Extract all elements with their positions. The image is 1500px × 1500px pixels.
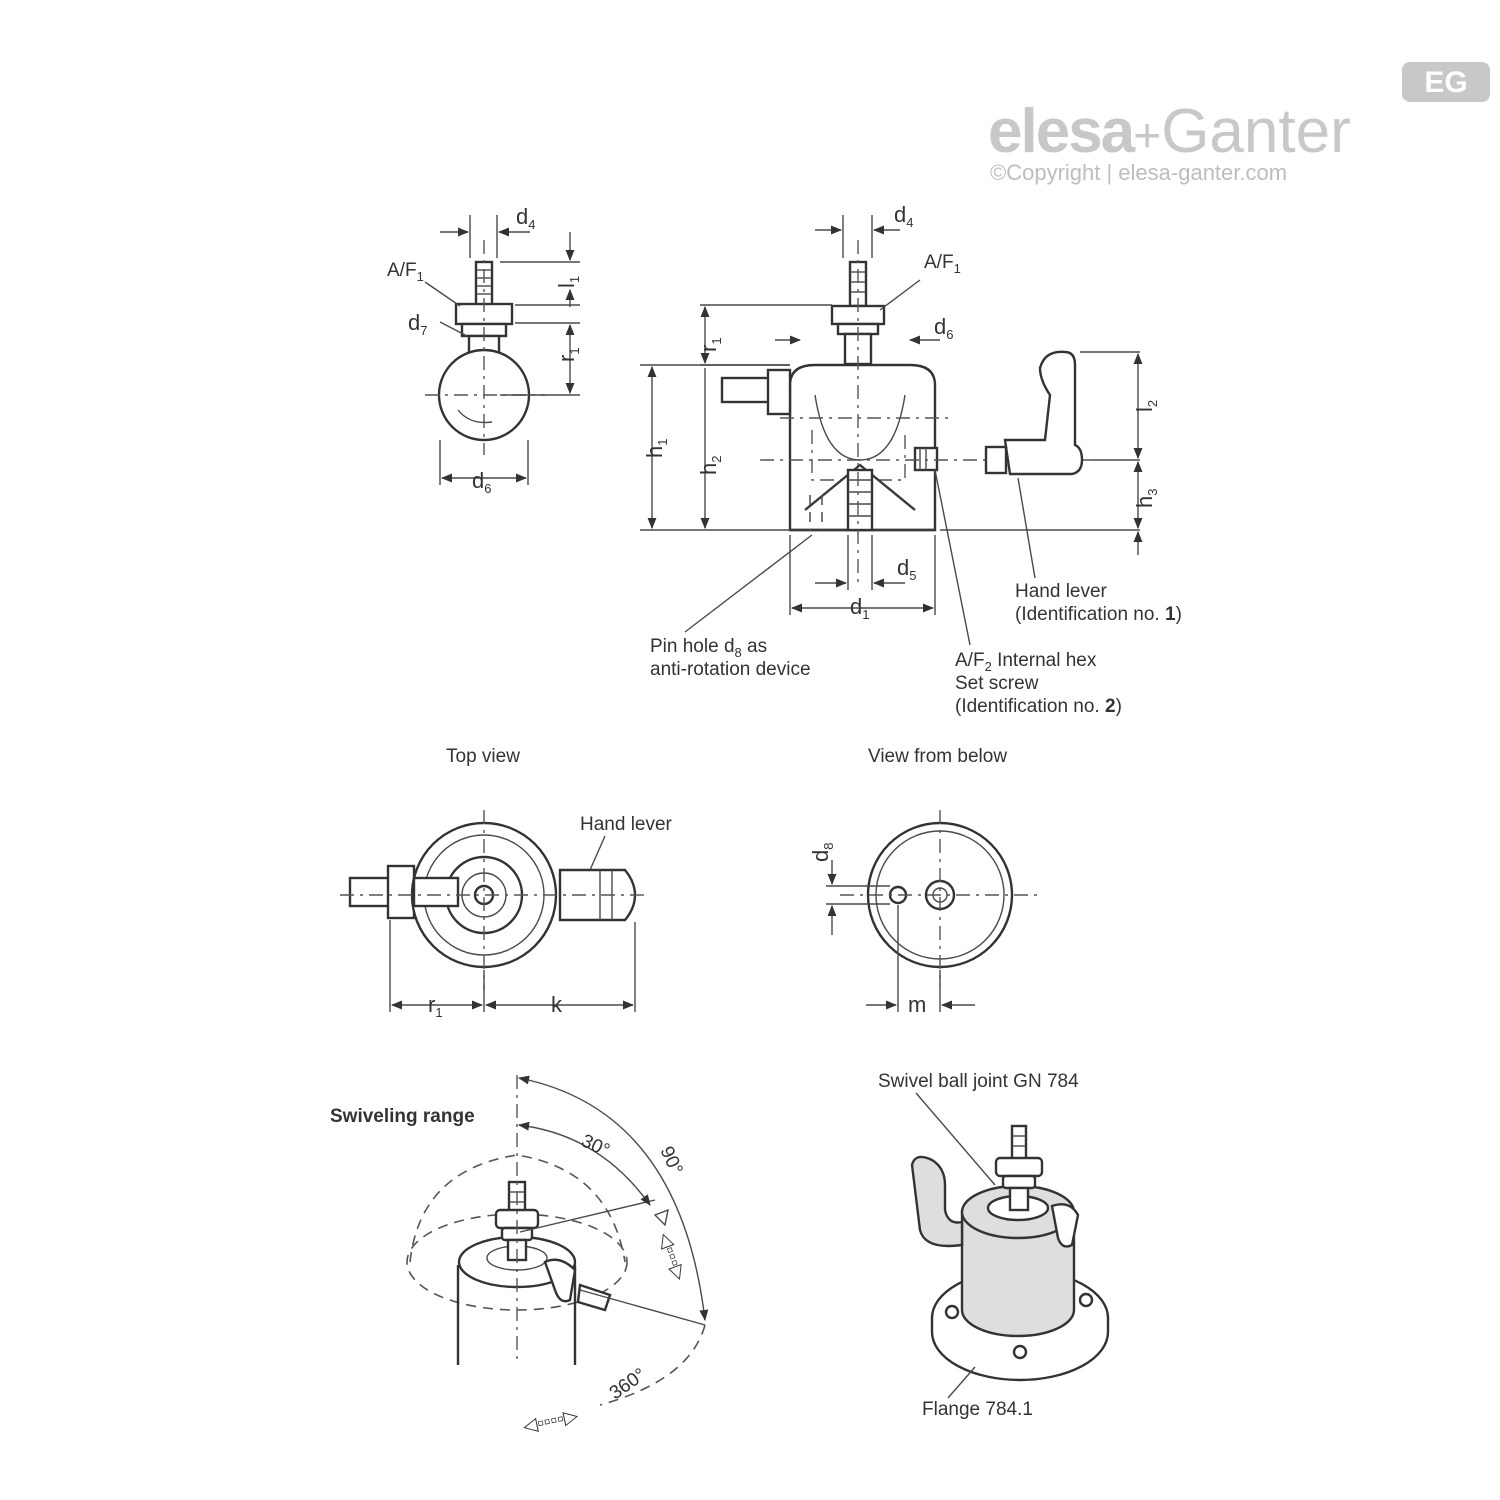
label-hand-lever: Hand lever (Identification no. 1) <box>1015 581 1182 625</box>
dim-af1-a: A/F1 <box>387 260 424 284</box>
label-swiveling-range: Swiveling range <box>330 1106 475 1127</box>
dim-d4-a: d4 <box>516 204 535 232</box>
dim-d6-b: d6 <box>934 314 953 342</box>
dim-h1: h1 <box>642 439 670 458</box>
dim-h3: h3 <box>1132 489 1160 508</box>
label-swivel-ball-joint: Swivel ball joint GN 784 <box>878 1071 1079 1092</box>
dim-d8: d8 <box>808 843 836 862</box>
top-view <box>340 810 650 1012</box>
logo-wordmark: elesa+Ganter <box>988 97 1351 166</box>
logo-copyright: ©Copyright | elesa-ganter.com <box>990 160 1287 185</box>
dim-r1-c: r1 <box>428 992 443 1020</box>
dim-d6-a: d6 <box>472 468 491 496</box>
logo-badge <box>1402 62 1490 102</box>
dim-l1: l1 <box>554 276 582 288</box>
ball-stud-view <box>424 215 580 485</box>
label-angle-90: 90° <box>655 1143 686 1178</box>
dim-h2: h2 <box>696 456 724 475</box>
hand-lever-view <box>940 350 1143 579</box>
rotation-arrows-bottom: ◁▫▫▫▫▷ <box>521 1405 581 1437</box>
dim-d4-b: d4 <box>894 202 913 230</box>
dim-d1: d1 <box>850 594 869 622</box>
brand-logo: EG elesa+Ganter ©Copyright | elesa-gante… <box>988 62 1490 185</box>
label-angle-360: 360° <box>606 1364 650 1404</box>
swiveling-range-view: ◁▫▫▫▷ ◁▫▫▫▫▷ <box>406 1075 709 1438</box>
bottom-view <box>826 810 1040 1012</box>
label-pin-hole: Pin hole d8 as anti-rotation device <box>650 636 811 680</box>
dim-m: m <box>908 992 926 1017</box>
dim-d7: d7 <box>408 310 427 338</box>
label-set-screw: A/F2 Internal hex Set screw (Identificat… <box>955 650 1122 717</box>
dim-l2: l2 <box>1132 400 1160 412</box>
isometric-product-view <box>910 1092 1110 1399</box>
label-hand-lever-top: Hand lever <box>580 814 673 835</box>
rotation-arrows-right: ◁▫▫▫▷ <box>654 1230 691 1284</box>
label-angle-30: 30° <box>578 1130 613 1161</box>
dim-af1-b: A/F1 <box>924 252 961 276</box>
dim-r1-b: r1 <box>696 337 724 352</box>
logo-badge-text: EG <box>1424 66 1467 99</box>
label-flange: Flange 784.1 <box>922 1399 1033 1420</box>
section-view <box>640 215 1090 646</box>
dim-d5: d5 <box>897 555 916 583</box>
label-view-from-below: View from below <box>868 746 1007 767</box>
label-top-view: Top view <box>446 746 520 767</box>
dim-k: k <box>551 992 563 1017</box>
dim-r1-a: r1 <box>554 347 582 362</box>
